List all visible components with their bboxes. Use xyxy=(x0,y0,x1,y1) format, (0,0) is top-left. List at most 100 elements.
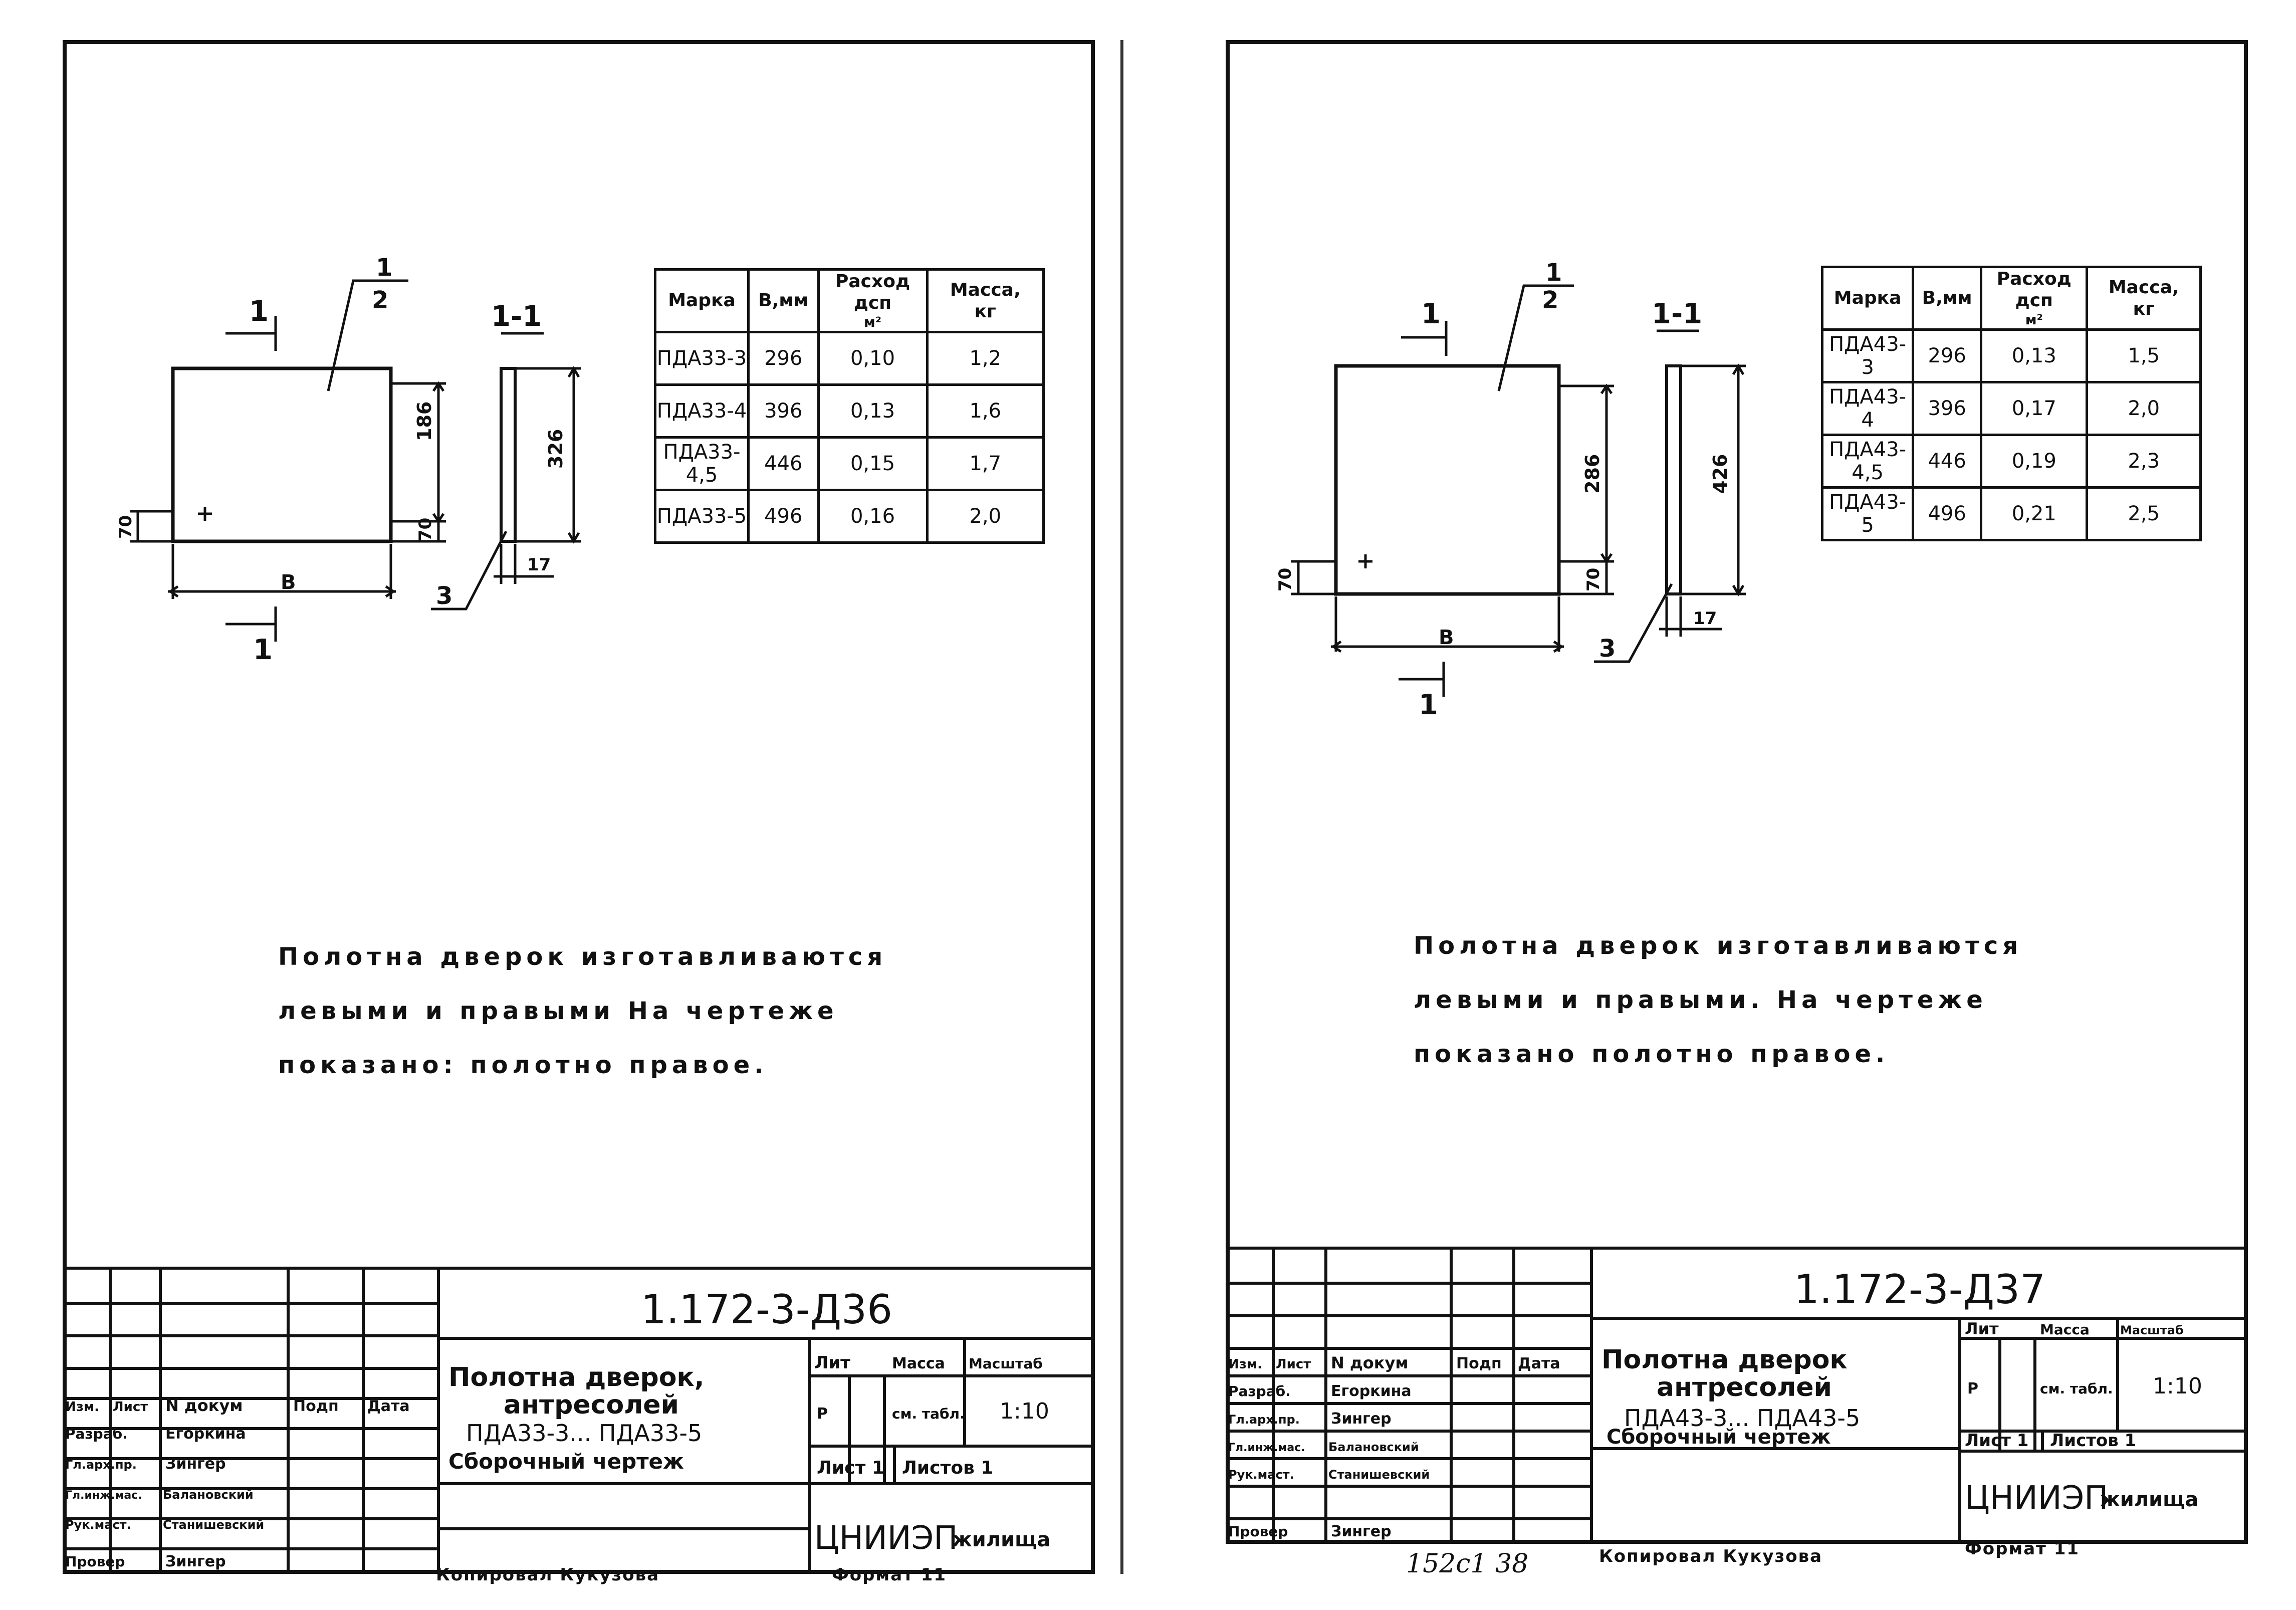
scale-value: 1:10 xyxy=(2153,1373,2202,1399)
title-line-1: Полотна дверок xyxy=(1601,1345,1848,1375)
dim-offset-left-label: 70 xyxy=(1275,568,1295,591)
leader-sub-label: 2 xyxy=(372,286,388,314)
specification-table: Марка В,мм Расход дсп м² Масса, кг ПДА43… xyxy=(1820,266,2202,541)
cell-mass: 1,2 xyxy=(926,330,1045,386)
dim-width xyxy=(1331,596,1564,653)
col-header-date: Дата xyxy=(367,1397,410,1415)
note-line: Полотна дверок изготавливаются xyxy=(278,943,887,971)
section-mark-bottom-label: 1 xyxy=(1419,689,1438,721)
col-header-change: Изм. xyxy=(65,1399,99,1415)
copied-by: Копировал Кукузова xyxy=(436,1565,660,1585)
cell-mass: 1,6 xyxy=(926,383,1045,439)
title-block: 1.172-3-Д37 Полотна дверок антресолей ПД… xyxy=(1226,1247,2248,1544)
mass-value: см. табл. xyxy=(2040,1380,2113,1397)
leader-line xyxy=(327,279,408,391)
table-row: ПДА43-4 396 0,17 2,0 xyxy=(1820,380,2202,436)
cell-mark: ПДА43-3 xyxy=(1820,328,1915,383)
cell-width: 296 xyxy=(747,330,820,386)
cell-mark: ПДА43-5 xyxy=(1820,486,1915,541)
mass-value: см. табл. xyxy=(892,1405,965,1422)
dim-full-height-label: 326 xyxy=(545,429,567,469)
hinge-mark xyxy=(1358,554,1372,568)
cell-mass: 1,7 xyxy=(926,436,1045,491)
col-mass-unit: кг xyxy=(2133,298,2155,319)
organization: ЦНИИЭП xyxy=(1965,1480,2108,1517)
cell-mass: 2,5 xyxy=(2086,486,2202,541)
table-row: ПДА43-4,5 446 0,19 2,3 xyxy=(1820,433,2202,489)
title-line-3: ПДА43-3... ПДА43-5 xyxy=(1624,1404,1860,1432)
callout-label: 3 xyxy=(1599,635,1616,663)
col-mark: Марка xyxy=(654,268,750,333)
section-mark-bottom-label: 1 xyxy=(253,634,273,666)
role-chief-architect: Гл.арх.пр. xyxy=(65,1458,137,1472)
section-title: 1-1 xyxy=(491,300,542,333)
organization-suffix: жилища xyxy=(952,1528,1050,1551)
cell-consumption: 0,17 xyxy=(1980,380,2089,436)
manufacturing-note: Полотна дверок изготавливаются левыми и … xyxy=(1414,919,2022,1081)
col-header-change: Изм. xyxy=(1228,1357,1262,1372)
title-line-2: антресолей xyxy=(1657,1372,1832,1402)
col-consumption: Расход дсп м² xyxy=(817,268,929,333)
section-title: 1-1 xyxy=(1652,298,1702,330)
col-consumption: Расход дсп м² xyxy=(1980,266,2089,331)
title-subtitle: Сборочный чертеж xyxy=(1606,1426,1831,1449)
cell-consumption: 0,16 xyxy=(817,488,929,544)
manufacturing-note: Полотна дверок изготавливаются левыми и … xyxy=(278,930,887,1092)
role-chief-engineer: Гл.инж.мас. xyxy=(1228,1442,1305,1454)
note-line: левыми и правыми На чертеже xyxy=(278,997,838,1025)
col-width: В,мм xyxy=(1912,266,1983,331)
dim-full-height xyxy=(516,366,581,544)
document-code: 1.172-3-Д37 xyxy=(1794,1266,2045,1313)
note-line: левыми и правыми. На чертеже xyxy=(1414,986,1987,1014)
role-developer: Разраб. xyxy=(1228,1383,1291,1399)
section-mark-top xyxy=(225,316,277,351)
cell-mass: 2,0 xyxy=(2086,380,2202,436)
title-subtitle: Сборочный чертеж xyxy=(448,1449,684,1474)
lit-label: Лит xyxy=(1965,1319,1999,1338)
leader-line xyxy=(1497,284,1574,391)
sheet-divider xyxy=(1120,40,1123,1574)
name-chief-architect: Зингер xyxy=(1331,1410,1392,1428)
sheets-label: Листов 1 xyxy=(902,1458,993,1478)
assembly-drawing: 1 1 1 2 1-1 В 186 70 70 326 17 3 xyxy=(116,254,581,666)
scale-value: 1:10 xyxy=(1000,1398,1049,1424)
dim-thickness-label: 17 xyxy=(1693,609,1717,629)
col-header-sheet: Лист xyxy=(1276,1357,1311,1372)
callout-label: 3 xyxy=(436,582,452,610)
cell-width: 396 xyxy=(1912,380,1983,436)
sheet-right: 1 1 1 2 1-1 В 286 70 70 426 17 3 Марка В… xyxy=(1148,0,2296,1610)
cell-consumption: 0,13 xyxy=(817,383,929,439)
table-row: ПДА33-4,5 446 0,15 1,7 xyxy=(654,436,1045,491)
cell-width: 446 xyxy=(747,436,820,491)
door-panel-outline xyxy=(171,366,393,543)
col-header-signature: Подп xyxy=(1456,1355,1502,1372)
cell-consumption: 0,19 xyxy=(1980,433,2089,489)
name-checker: Зингер xyxy=(1331,1523,1392,1540)
width-letter: В xyxy=(281,571,296,594)
col-consumption-title: Расход xyxy=(1996,269,2072,289)
role-workshop-head: Рук.маст. xyxy=(65,1518,131,1532)
col-consumption-unit: м² xyxy=(2025,311,2043,328)
callout-leader xyxy=(1594,583,1673,663)
title-line-3: ПДА33-3... ПДА33-5 xyxy=(466,1420,702,1447)
dim-offset-left-label: 70 xyxy=(116,515,136,539)
dim-full-height-label: 426 xyxy=(1709,454,1731,494)
leader-sub-label: 2 xyxy=(1542,286,1558,314)
title-block-grid: 1.172-3-Д36 Полотна дверок, антресолей П… xyxy=(63,1267,1095,1574)
drawing-frame xyxy=(63,40,1095,1574)
sheet-label: Лист 1 xyxy=(817,1458,884,1478)
table-row: ПДА33-3 296 0,10 1,2 xyxy=(654,330,1045,386)
table-row: ПДА43-5 496 0,21 2,5 xyxy=(1820,486,2202,541)
name-chief-architect: Зингер xyxy=(165,1455,226,1473)
sheet-format: Формат 11 xyxy=(832,1565,947,1585)
dim-offset-right xyxy=(1559,561,1614,595)
door-panel-outline xyxy=(1334,364,1561,596)
role-developer: Разраб. xyxy=(65,1426,128,1442)
section-view-outline xyxy=(1665,364,1682,595)
mass-label: Масса xyxy=(892,1355,945,1372)
name-chief-engineer: Балановский xyxy=(1328,1440,1419,1454)
col-header-docnum: N докум xyxy=(165,1396,243,1415)
cell-width: 396 xyxy=(747,383,820,439)
col-consumption-unit: м² xyxy=(863,314,882,331)
section-mark-top-label: 1 xyxy=(249,295,269,328)
